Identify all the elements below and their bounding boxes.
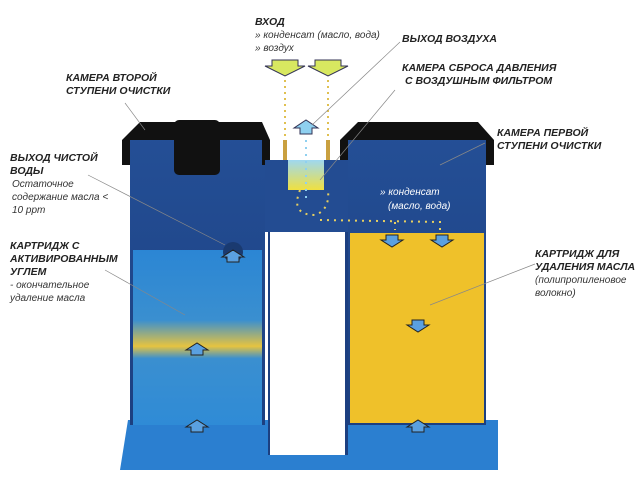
oil-label-2: УДАЛЕНИЯ МАСЛА [535, 261, 636, 273]
second-stage-label-2: СТУПЕНИ ОЧИСТКИ [66, 85, 171, 97]
leader-lines [87, 41, 536, 316]
carbon-sub-2: удаление масла [10, 293, 86, 304]
relief-label-1: КАМЕРА СБРОСА ДАВЛЕНИЯ [402, 62, 557, 74]
oil-label-1: КАРТРИДЖ ДЛЯ [535, 248, 620, 260]
flow-up-arrow-icon [405, 419, 431, 433]
flow-down-arrow-icon [379, 234, 405, 248]
relief-label-2: С ВОЗДУШНЫМ ФИЛЬТРОМ [405, 75, 553, 87]
air-outlet-label: ВЫХОД ВОЗДУХА [402, 33, 497, 45]
flow-up-arrow-icon [220, 249, 246, 263]
condensate-label-2: (масло, вода) [388, 201, 451, 212]
inlet-air: » воздух [255, 43, 294, 54]
inlet-title: ВХОД [255, 16, 285, 28]
inlet-arrow-icon [264, 59, 306, 77]
air-outlet-arrow-icon [292, 119, 320, 135]
center-gap-wall [345, 232, 348, 455]
center-gap [268, 232, 348, 455]
clean-water-sub-1: Остаточное [12, 179, 74, 190]
oil-sub-2: волокно) [535, 288, 576, 299]
left-inner-tube [174, 120, 220, 175]
flow-down-arrow-icon [405, 319, 431, 333]
inlet-pipe [326, 140, 330, 160]
second-stage-label-1: КАМЕРА ВТОРОЙ [66, 72, 157, 84]
clean-water-label-2: ВОДЫ [10, 165, 44, 177]
flow-up-arrow-icon [184, 342, 210, 356]
carbon-label-2: АКТИВИРОВАННЫМ [10, 253, 118, 265]
inlet-pipe [283, 140, 287, 160]
carbon-cartridge [133, 250, 262, 425]
condensate-flow-path [296, 189, 441, 230]
carbon-label-1: КАРТРИДЖ С [10, 240, 80, 252]
center-gap-wall [268, 232, 270, 455]
carbon-sub-1: - окончательное [10, 280, 90, 291]
left-cap [122, 122, 270, 165]
inlet-condensate: » конденсат (масло, вода) [255, 30, 380, 41]
right-cap [340, 122, 494, 165]
oil-sub-1: (полипропиленовое [535, 275, 627, 286]
first-stage-label-1: КАМЕРА ПЕРВОЙ [497, 127, 589, 139]
clean-water-sub-3: 10 ppm [12, 205, 46, 216]
clean-water-label-1: ВЫХОД ЧИСТОЙ [10, 152, 98, 164]
flow-up-arrow-icon [184, 419, 210, 433]
inlet-arrow-icon [307, 59, 349, 77]
clean-water-sub-2: содержание масла < [12, 192, 109, 203]
first-stage-label-2: СТУПЕНИ ОЧИСТКИ [497, 140, 602, 152]
flow-down-arrow-icon [429, 234, 455, 248]
carbon-label-3: УГЛЕМ [10, 266, 47, 278]
condensate-label-1: » конденсат [380, 187, 440, 198]
